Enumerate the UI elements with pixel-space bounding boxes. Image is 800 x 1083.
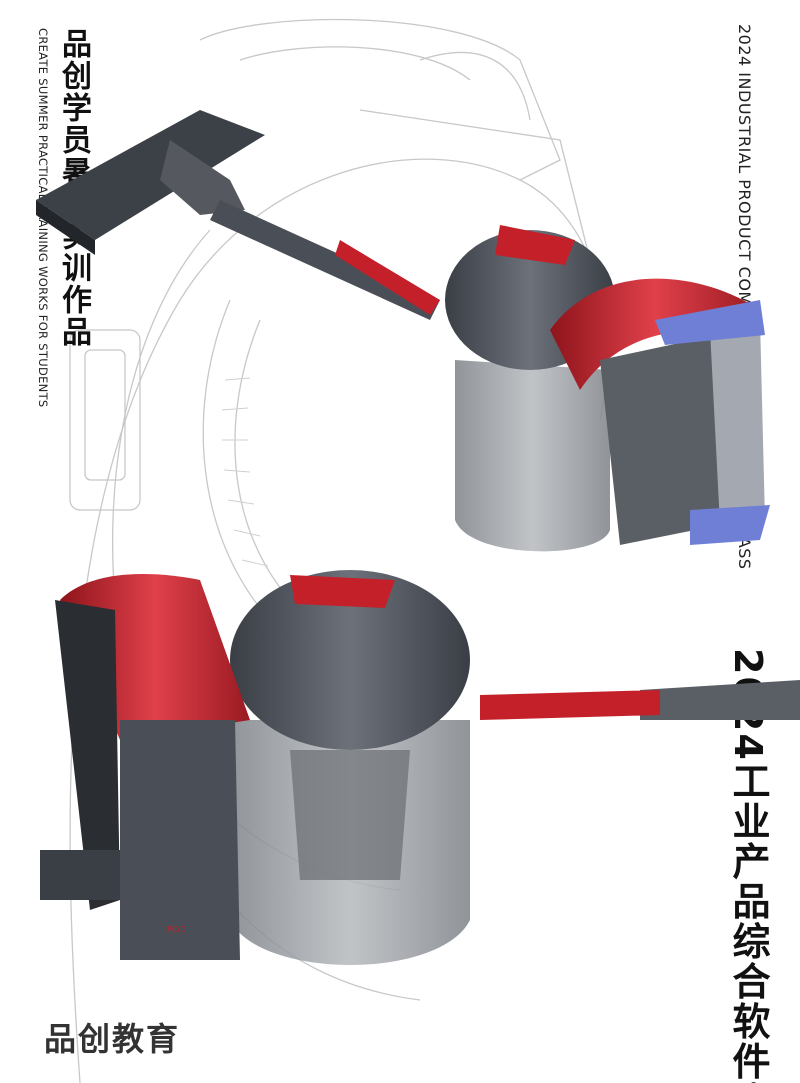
brand-logo-text: 品创教育: [44, 1020, 181, 1058]
right-title-cn: 2024工业产品综合软件班: [726, 648, 770, 1083]
filter: [290, 750, 410, 880]
handle-grip: [55, 600, 120, 910]
wand-red-section: [480, 690, 660, 720]
wand-tube: [210, 200, 440, 320]
battery-pack: [120, 720, 240, 960]
vacuum-top: [445, 225, 770, 552]
wand-red-section: [335, 240, 440, 315]
product-label: PC/D: [167, 925, 186, 934]
top-button: [290, 575, 395, 608]
floor-brush: [36, 110, 265, 255]
motor-housing: [230, 570, 470, 750]
wand-tube: [640, 680, 800, 720]
